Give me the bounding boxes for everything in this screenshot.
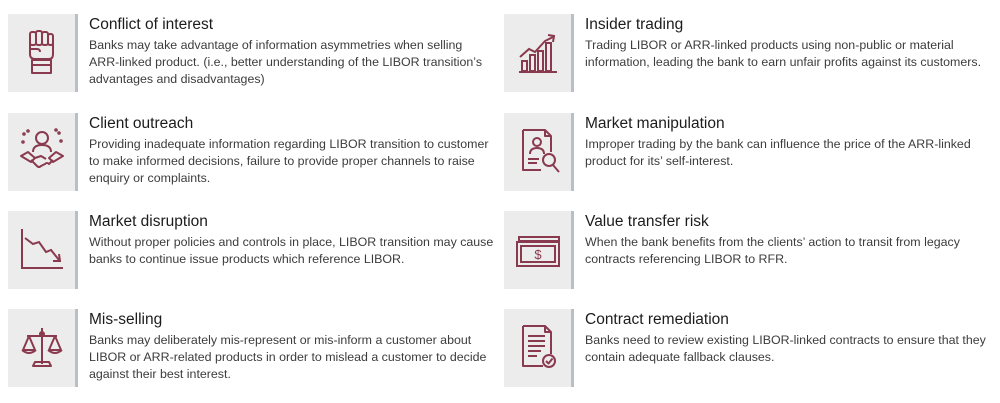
dollar-bill-icon: $ (516, 236, 560, 267)
risk-title: Client outreach (89, 115, 194, 132)
risk-description: Banks need to review existing LIBOR-link… (585, 333, 986, 364)
risk-title: Insider trading (585, 16, 684, 33)
risk-card-market-disruption: Market disruption Without proper policie… (8, 211, 498, 291)
risk-title: Mis-selling (89, 311, 163, 328)
risk-description: Improper trading by the bank can influen… (585, 137, 971, 168)
bar-chart-growth-icon (519, 34, 557, 73)
icon-tile (8, 309, 78, 387)
document-magnifier-icon (522, 129, 560, 173)
contract-check-icon (522, 325, 556, 368)
risk-title: Value transfer risk (585, 213, 709, 230)
risk-card-insider-trading: Insider trading Trading LIBOR or ARR-lin… (504, 14, 994, 94)
risk-card-value-transfer-risk: $ Value transfer risk When the bank bene… (504, 211, 994, 291)
risk-card-market-manipulation: Market manipulation Improper trading by … (504, 113, 994, 193)
risk-card-conflict-of-interest: Conflict of interest Banks may take adva… (8, 14, 498, 94)
icon-tile (8, 113, 78, 191)
risk-description: Without proper policies and controls in … (89, 235, 494, 266)
risk-description: Trading LIBOR or ARR-linked products usi… (585, 38, 982, 69)
risk-title: Market manipulation (585, 115, 725, 132)
risk-description: Banks may deliberately mis-represent or … (89, 333, 487, 381)
icon-tile: $ (504, 211, 574, 289)
icon-tile (504, 14, 574, 92)
risk-description: Banks may take advantage of information … (89, 38, 483, 86)
risk-title: Conflict of interest (89, 16, 214, 33)
risk-description: Providing inadequate information regardi… (89, 137, 489, 185)
icon-tile (8, 211, 78, 289)
handshake-person-icon (20, 128, 64, 168)
risk-title: Market disruption (89, 213, 208, 230)
risk-card-contract-remediation: Contract remediation Banks need to revie… (504, 309, 994, 389)
raised-fist-icon (29, 30, 54, 74)
svg-text:$: $ (534, 247, 542, 262)
icon-tile (504, 113, 574, 191)
risk-card-mis-selling: Mis-selling Banks may deliberately mis-r… (8, 309, 498, 389)
declining-chart-icon (21, 229, 63, 269)
risk-title: Contract remediation (585, 311, 729, 328)
risk-card-client-outreach: Client outreach Providing inadequate inf… (8, 113, 498, 193)
risk-description: When the bank benefits from the clients’… (585, 235, 960, 266)
icon-tile (504, 309, 574, 387)
balance-scale-icon (21, 328, 63, 367)
icon-tile (8, 14, 78, 92)
